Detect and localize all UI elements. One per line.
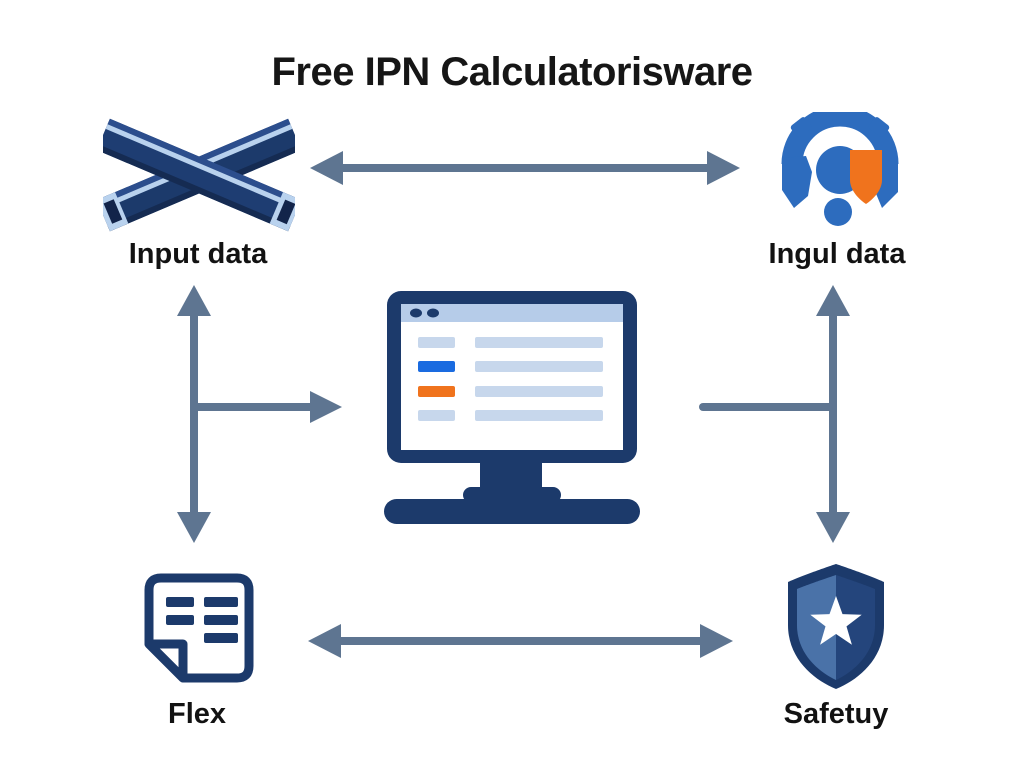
center-to-right-line [699,403,833,411]
gear-shield-icon [778,112,902,230]
shield-star-icon [781,561,891,693]
top-left-node-label: Input data [128,238,268,270]
top-right-node-label: Ingul data [768,238,906,270]
bottom-double-arrow [308,624,733,658]
left-to-center-arrow [194,391,342,423]
bottom-left-node-label: Flex [167,698,227,730]
right-vertical-arrow [816,285,850,543]
top-double-arrow [310,151,740,185]
bottom-right-node-label: Safetuy [783,698,889,730]
page-title: Free IPN Calculatorisware [271,50,753,94]
monitor-icon [384,289,641,525]
x-beams-icon [103,112,295,238]
document-icon [137,572,257,684]
left-vertical-arrow [177,285,211,543]
